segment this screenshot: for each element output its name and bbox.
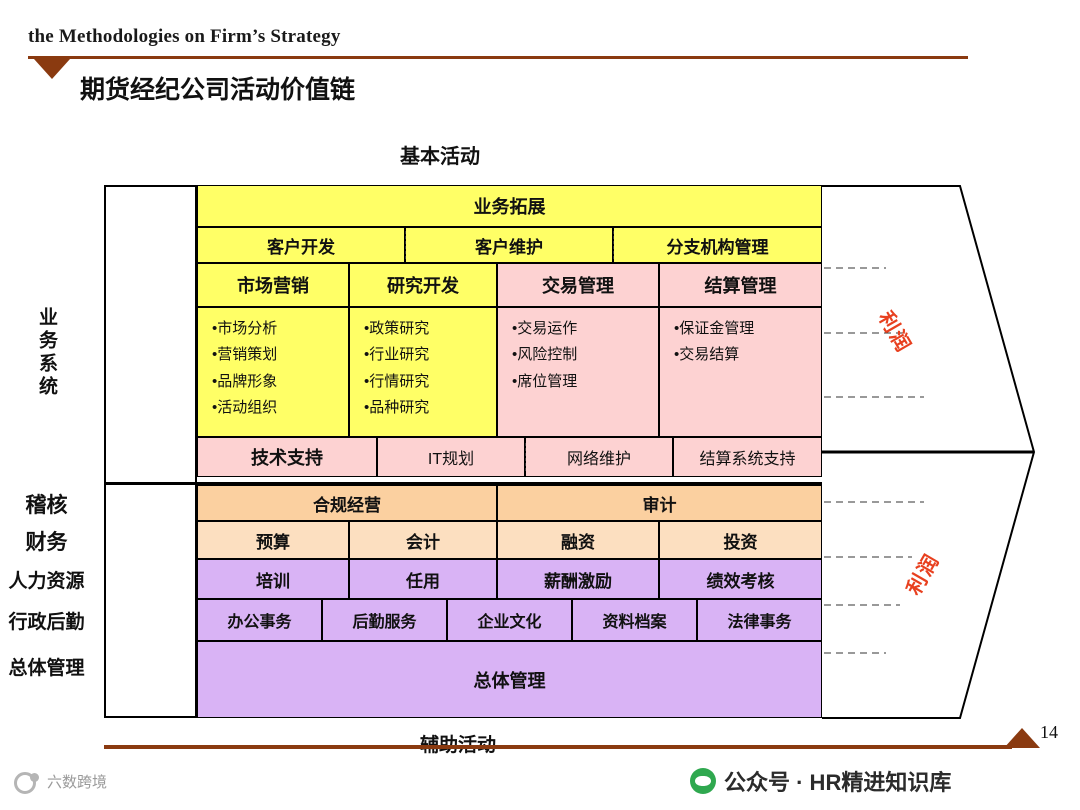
cell-investment: 投资 xyxy=(659,521,822,559)
header-triangle-icon xyxy=(34,59,70,79)
bullets-marketing: •市场分析 •营销策划 •品牌形象 •活动组织 xyxy=(197,307,349,437)
row-label-overall: 总体管理 xyxy=(8,658,85,679)
page-subtitle: 期货经纪公司活动价值链 xyxy=(80,75,356,104)
bullet-item: •品牌形象 xyxy=(212,372,278,390)
caption-support-activities: 辅助活动 xyxy=(420,730,496,757)
row-label-admin: 行政后勤 xyxy=(8,612,85,633)
bullet-item: •政策研究 xyxy=(364,320,430,337)
bullet-item: •席位管理 xyxy=(512,372,578,390)
profit-arrow xyxy=(822,185,1036,719)
cell-appointment: 任用 xyxy=(349,559,497,599)
footer-rule xyxy=(104,745,1012,749)
cell-overall-management: 总体管理 xyxy=(197,641,822,718)
divider-dashed-1 xyxy=(405,231,406,259)
cell-legal-affairs: 法律事务 xyxy=(697,599,822,641)
cell-accounting: 会计 xyxy=(349,521,497,559)
cell-compensation: 薪酬激励 xyxy=(497,559,659,599)
cell-corporate-culture: 企业文化 xyxy=(447,599,572,641)
cell-training: 培训 xyxy=(197,559,349,599)
divider-dashed-3 xyxy=(525,443,526,471)
row-label-business-system: 业务系统 xyxy=(36,307,57,399)
cell-records: 资料档案 xyxy=(572,599,697,641)
watermark-left: 六数跨境 xyxy=(14,770,108,794)
page-title: the Methodologies on Firm’s Strategy xyxy=(28,26,341,47)
cell-audit: 审计 xyxy=(497,485,822,521)
cell-it-planning: IT规划 xyxy=(377,437,525,477)
cell-business-expansion: 业务拓展 xyxy=(197,185,822,227)
cell-performance: 绩效考核 xyxy=(659,559,822,599)
col-header-settlement: 结算管理 xyxy=(659,263,822,307)
header-rule xyxy=(28,56,968,59)
cell-financing: 融资 xyxy=(497,521,659,559)
bullet-item: •市场分析 xyxy=(212,320,278,337)
cell-branch-management: 分支机构管理 xyxy=(613,227,822,263)
watermark-left-text: 六数跨境 xyxy=(47,773,108,791)
cell-compliance: 合规经营 xyxy=(197,485,497,521)
bullet-item: •品种研究 xyxy=(364,398,430,416)
row-label-audit: 稽核 xyxy=(25,494,68,517)
col-header-research: 研究开发 xyxy=(349,263,497,307)
bullet-item: •保证金管理 xyxy=(674,320,755,337)
watermark-right-text: 公众号 · HR精进知识库 xyxy=(724,770,952,795)
cell-logistics: 后勤服务 xyxy=(322,599,447,641)
row-label-column xyxy=(104,185,197,718)
col-header-trading: 交易管理 xyxy=(497,263,659,307)
page-number: 14 xyxy=(1040,722,1058,742)
bullet-item: •行情研究 xyxy=(364,372,430,390)
cell-tech-support: 技术支持 xyxy=(197,437,377,477)
footer-triangle-icon xyxy=(1004,728,1040,748)
bullet-item: •活动组织 xyxy=(212,398,278,416)
bullets-settlement: •保证金管理 •交易结算 xyxy=(659,307,822,437)
cell-network-maintenance: 网络维护 xyxy=(525,437,673,477)
cell-settlement-system-support: 结算系统支持 xyxy=(673,437,822,477)
watermark-right: 公众号 · HR精进知识库 xyxy=(690,765,951,797)
bullet-item: •交易结算 xyxy=(674,346,740,364)
cell-budget: 预算 xyxy=(197,521,349,559)
wechat-icon xyxy=(690,768,716,794)
bullet-item: •营销策划 xyxy=(212,346,278,364)
divider-primary-support xyxy=(104,482,822,485)
cell-client-development: 客户开发 xyxy=(197,227,405,263)
divider-dashed-2 xyxy=(613,231,614,259)
bullets-trading: •交易运作 •风险控制 •席位管理 xyxy=(497,307,659,437)
caption-primary-activities: 基本活动 xyxy=(400,146,480,168)
bullets-research: •政策研究 •行业研究 •行情研究 •品种研究 xyxy=(349,307,497,437)
row-label-finance: 财务 xyxy=(25,531,68,554)
value-chain-grid: 业务拓展 客户开发 客户维护 分支机构管理 市场营销 研究开发 交易管理 结算管… xyxy=(104,185,822,718)
cell-client-maintenance: 客户维护 xyxy=(405,227,613,263)
col-header-marketing: 市场营销 xyxy=(197,263,349,307)
row-label-hr: 人力资源 xyxy=(8,571,85,592)
bullet-item: •交易运作 xyxy=(512,320,578,337)
brand-logo-icon xyxy=(14,770,40,794)
cell-office-affairs: 办公事务 xyxy=(197,599,322,641)
bullet-item: •风险控制 xyxy=(512,346,578,364)
bullet-item: •行业研究 xyxy=(364,346,430,364)
